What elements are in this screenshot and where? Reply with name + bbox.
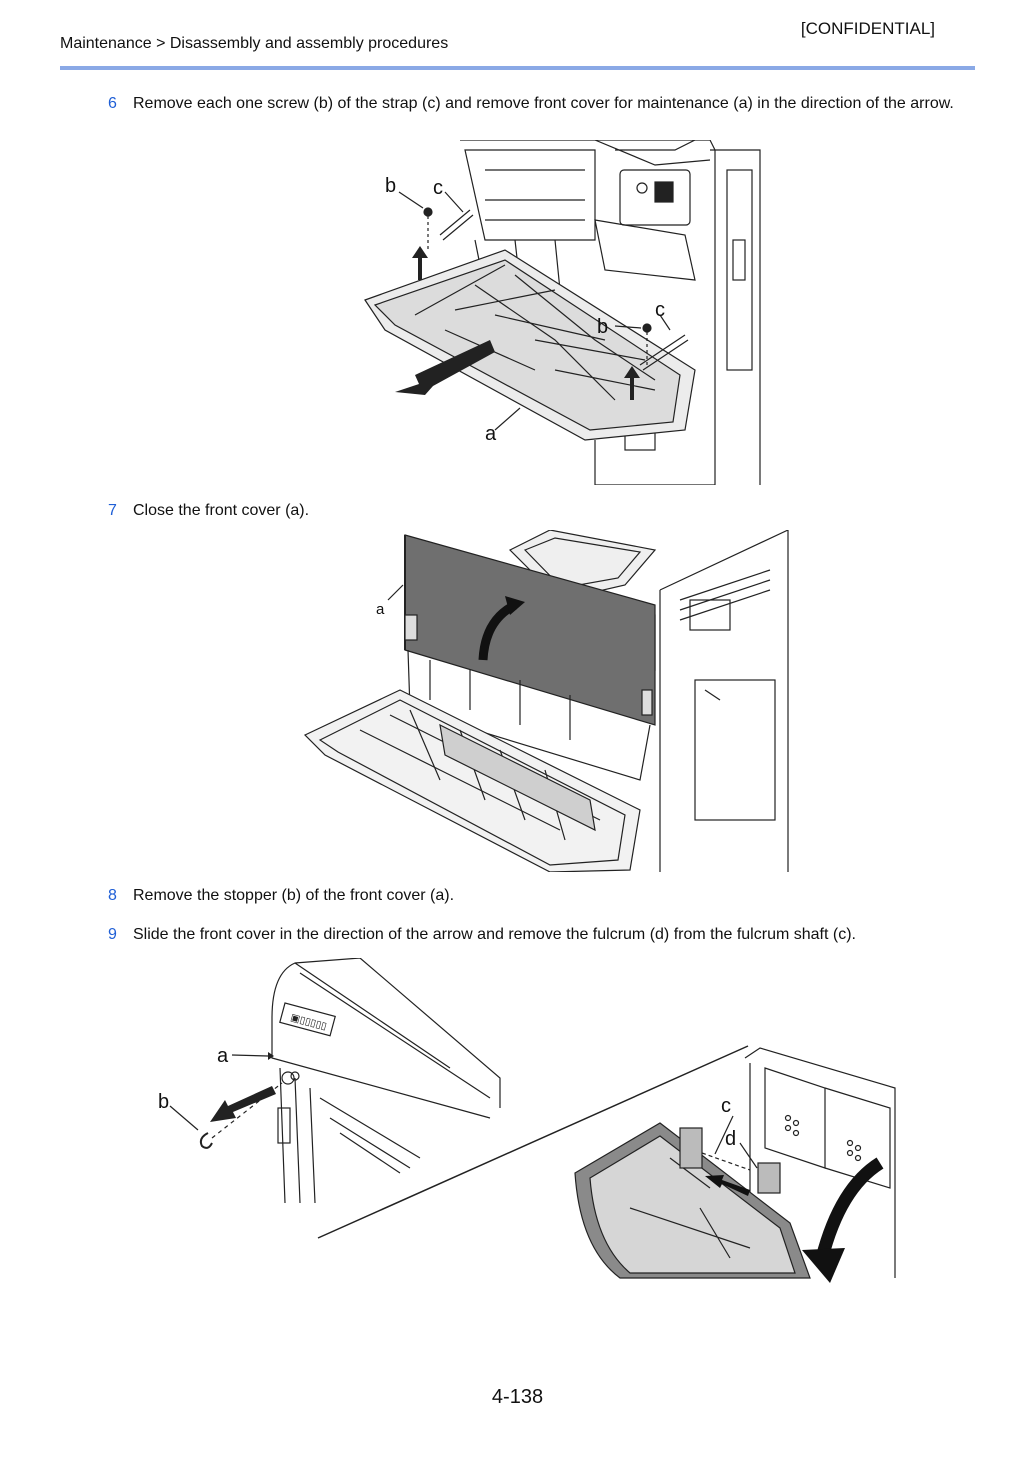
step-text: Close the front cover (a).: [133, 502, 310, 519]
step-text: Remove each one screw (b) of the strap (…: [133, 95, 954, 112]
callout-a: a: [376, 601, 385, 618]
step-number: 9: [108, 926, 117, 943]
step-8: 8 Remove the stopper (b) of the front co…: [108, 885, 978, 906]
callout-c: c: [721, 1095, 731, 1117]
confidential-label: [CONFIDENTIAL]: [800, 19, 935, 38]
breadcrumb: Maintenance > Disassembly and assembly p…: [60, 35, 449, 52]
figure-remove-front-cover: b c c b a: [355, 140, 765, 485]
step-9: 9 Slide the front cover in the direction…: [108, 924, 978, 945]
callout-c: c: [655, 299, 665, 321]
callout-d: d: [725, 1128, 736, 1150]
step-6: 6 Remove each one screw (b) of the strap…: [108, 93, 978, 114]
figure-remove-stopper-and-fulcrum: ▣▯▯▯▯▯: [150, 958, 900, 1283]
step-7: 7 Close the front cover (a).: [108, 500, 978, 521]
callout-a: a: [485, 423, 497, 445]
step-number: 7: [108, 502, 117, 519]
step-number: 6: [108, 95, 117, 112]
header-divider: [60, 66, 975, 70]
page-number: 4-138: [491, 1386, 544, 1408]
callout-b: b: [385, 175, 396, 197]
callout-a: a: [217, 1045, 229, 1067]
step-text: Remove the stopper (b) of the front cove…: [133, 887, 455, 904]
figure-close-front-cover: a: [300, 530, 790, 872]
callout-b: b: [158, 1091, 169, 1113]
callout-c: c: [433, 177, 443, 199]
step-number: 8: [108, 887, 117, 904]
step-text: Slide the front cover in the direction o…: [133, 926, 856, 943]
callout-b: b: [597, 316, 608, 338]
